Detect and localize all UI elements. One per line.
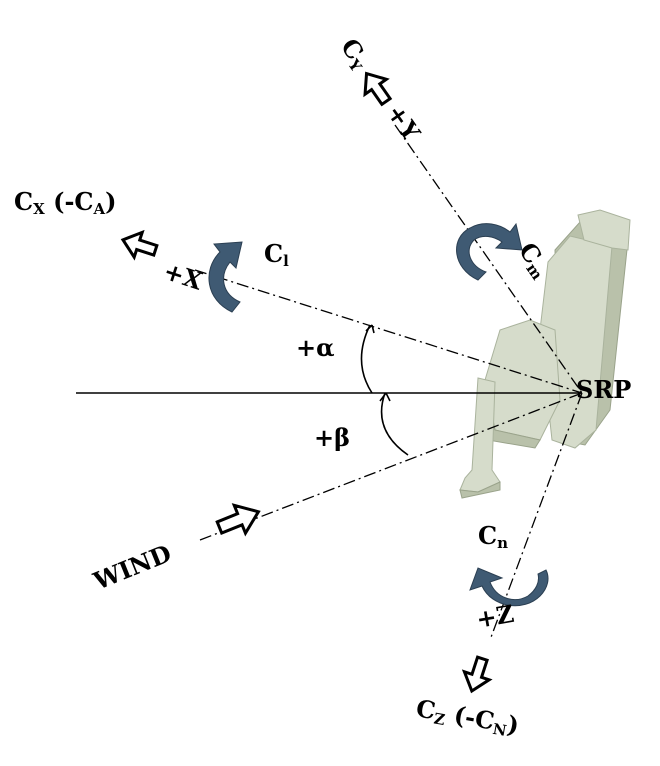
plus-x-label: +X — [160, 256, 206, 296]
cz-label: CZ (-CN) — [414, 693, 522, 742]
cy-label: CY — [333, 33, 376, 75]
cx-label: CX (-CA) — [14, 187, 117, 218]
wind-line — [199, 392, 583, 541]
alpha-arc-arrowhead — [365, 324, 375, 334]
beta-arc — [380, 392, 409, 456]
z-axis-arrow — [461, 655, 493, 694]
plus-y-label: +Y — [381, 99, 427, 147]
alpha-arc — [360, 324, 373, 394]
y-axis-line — [394, 124, 583, 394]
cl-moment-arrow — [208, 241, 243, 313]
beta-arc-arrowhead — [379, 392, 391, 402]
y-axis-arrow — [363, 71, 393, 107]
wind-label: WIND — [88, 538, 175, 596]
beta-label: +β — [314, 423, 350, 452]
cm-moment-arrow — [456, 222, 523, 281]
wind-arrow — [215, 503, 261, 537]
x-axis-line — [194, 269, 583, 394]
plus-z-label: +Z — [474, 599, 516, 634]
cn-moment-arrow — [469, 567, 549, 607]
alpha-label: +α — [296, 333, 335, 362]
x-axis-arrow — [120, 229, 159, 261]
cl-label: Cl — [264, 239, 289, 270]
ejection-seat-figure — [459, 209, 631, 499]
cn-label: Cn — [478, 521, 508, 552]
srp-label: SRP — [576, 375, 631, 404]
